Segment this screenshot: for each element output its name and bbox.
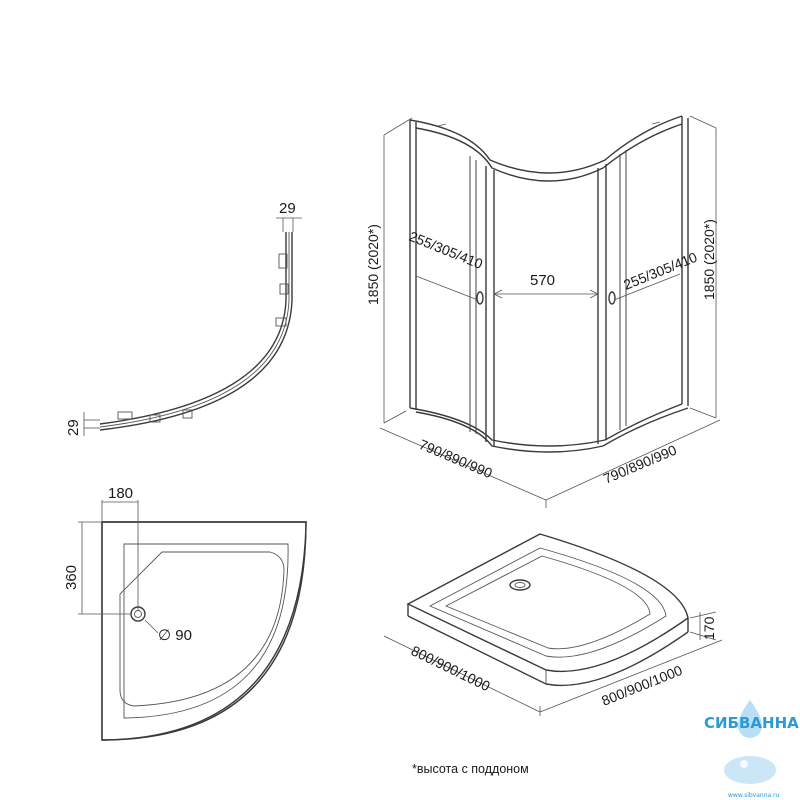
dim-base-right: 790/890/990 <box>601 442 679 487</box>
dim-tray-height-ext-a <box>689 611 717 619</box>
cabin-view: 1850 (2020*) 1850 (2020*) <box>365 115 721 508</box>
top-fitting-b <box>651 121 661 125</box>
dim-tray-right-line <box>539 639 723 713</box>
fitting-top-b <box>279 283 289 295</box>
dim-offset-y: 360 <box>63 565 80 590</box>
dim-side-width: 29 <box>65 419 82 436</box>
dim-base-left: 790/890/990 <box>417 436 495 481</box>
bottom-rail-inner <box>415 407 689 453</box>
top-rail-outer <box>409 115 683 174</box>
plan-view: 29 29 <box>65 200 302 436</box>
fitting-side-c <box>182 409 193 419</box>
dim-door-width: 570 <box>530 272 555 289</box>
tray-basin-floor <box>444 555 651 650</box>
dim-height-left-ext-top <box>383 117 413 136</box>
water-drop-icon <box>738 700 762 738</box>
tray-top-view: ∅ 90 180 360 <box>63 485 307 741</box>
watermark-logo: СИБВАННА www.sibvanna.ru <box>704 700 799 799</box>
dim-offset-x: 180 <box>108 485 133 502</box>
dim-base-left-line <box>379 427 547 501</box>
dim-tray-left: 800/900/1000 <box>409 642 493 694</box>
tray-top-surface <box>406 533 689 673</box>
dim-panel-right-line <box>613 273 681 301</box>
drain-inner <box>134 610 142 618</box>
watermark-url: www.sibvanna.ru <box>728 792 780 799</box>
profile-inner <box>99 232 293 431</box>
top-rail-inner <box>415 123 683 182</box>
dim-tray-left-line <box>383 635 541 713</box>
dim-panel-left: 255/305/410 <box>407 228 485 272</box>
fitting-top-c <box>275 317 287 327</box>
watermark-brand: СИБВАННА <box>704 714 799 732</box>
dim-panel-left-line <box>415 275 479 301</box>
dim-tray-height-ext-b <box>689 631 717 641</box>
handle-right <box>608 291 616 305</box>
dim-height-right: 1850 (2020*) <box>701 219 717 300</box>
tray-basin-inner <box>119 551 285 707</box>
tray-apron-bottom <box>407 615 689 687</box>
bathtub-icon <box>724 756 776 784</box>
drain-leader <box>144 619 159 634</box>
fitting-side-b <box>149 414 161 423</box>
dim-top-width: 29 <box>279 200 296 217</box>
iso-drain-outer <box>509 579 531 591</box>
tray-outline <box>101 521 307 741</box>
tray-basin-outer <box>123 543 289 719</box>
dim-height-right-ext-bot <box>689 407 717 419</box>
bottom-rail-outer <box>409 403 683 447</box>
drain-diameter: ∅ 90 <box>158 627 192 644</box>
tray-iso-view: 170 800/900/1000 800/900/1000 <box>383 533 723 716</box>
tray-inner-rim <box>428 547 667 658</box>
fitting-top-a <box>278 253 288 269</box>
profile-outer <box>99 232 287 425</box>
dim-door-arrow-right <box>589 289 599 299</box>
dim-height-right-ext-top <box>689 115 717 129</box>
top-fitting-a <box>437 123 447 127</box>
dim-tray-right: 800/900/1000 <box>599 662 685 709</box>
dim-height-left: 1850 (2020*) <box>365 224 381 305</box>
footnote: *высота с поддоном <box>412 762 529 776</box>
dim-height-left-ext-bot <box>383 410 407 424</box>
bubble-icon <box>740 760 748 768</box>
dim-tray-height: 170 <box>701 616 717 640</box>
dim-base-right-line <box>545 419 721 501</box>
handle-left <box>476 291 484 305</box>
profile-glass <box>99 232 290 428</box>
dim-door-arrow-left <box>493 289 503 299</box>
fitting-side-a <box>117 411 133 420</box>
iso-drain-inner <box>514 582 526 588</box>
